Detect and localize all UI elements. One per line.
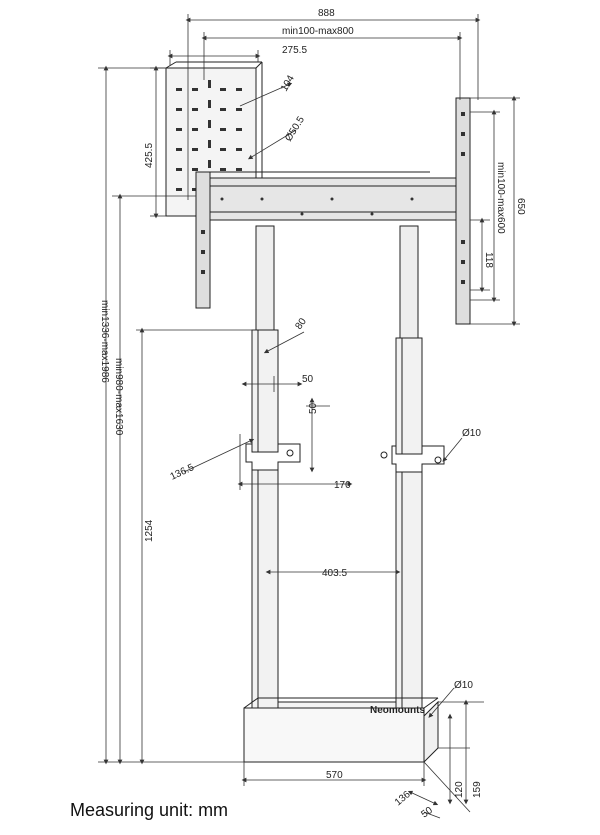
column-right-upper: [399, 225, 419, 339]
stand-structure: [165, 61, 471, 763]
dim-base-height: 120: [454, 781, 465, 798]
dim-vesa-height: min100-max600: [495, 162, 506, 234]
dim-base-total: 159: [472, 781, 483, 798]
dim-floor-hole: Ø10: [454, 680, 473, 691]
dim-total-height: min1336-max1986: [99, 300, 110, 383]
dim-shelf-tube: Ø50.5: [283, 114, 307, 143]
shelf-holes: [176, 80, 242, 191]
dim-clamp-height: 50: [308, 402, 319, 414]
brand-label: Neomounts: [370, 705, 425, 716]
dim-lower-height: 1254: [144, 519, 155, 542]
dim-base-foot: 50: [419, 805, 435, 821]
dim-bracket-offset: 118: [483, 252, 494, 268]
column-left-upper: [255, 225, 275, 331]
dim-shelf-depth: 104: [279, 73, 297, 93]
dim-clamp-span: 170: [334, 480, 351, 491]
dim-clamp-depth: 136.5: [169, 462, 197, 483]
dim-mount-height: min980-max1630: [113, 358, 124, 436]
dim-shelf-height: 425.5: [144, 143, 155, 168]
dim-shelf-width: 275.5: [282, 45, 307, 56]
wall-clamp-left: [245, 443, 301, 471]
column-right-lower: [395, 337, 423, 763]
dim-column-width: 80: [293, 316, 309, 332]
vesa-bracket-right: [455, 97, 471, 325]
dim-vesa-width: min100-max800: [282, 26, 354, 37]
column-left-lower: [251, 329, 279, 763]
dim-base-width: 570: [326, 770, 343, 781]
dim-column-spacing: 403.5: [322, 568, 347, 579]
measuring-unit-caption: Measuring unit: mm: [70, 800, 229, 820]
dim-base-depth: 136: [393, 789, 413, 808]
wall-clamp-right: [391, 445, 445, 473]
dim-clamp-hole: Ø10: [462, 428, 481, 439]
dim-clamp-width: 50: [302, 374, 314, 385]
dim-total-width: 888: [318, 8, 335, 19]
dim-bracket-height: 650: [515, 198, 526, 215]
dimension-lines: [98, 14, 520, 819]
vesa-bracket-left: [195, 171, 211, 309]
